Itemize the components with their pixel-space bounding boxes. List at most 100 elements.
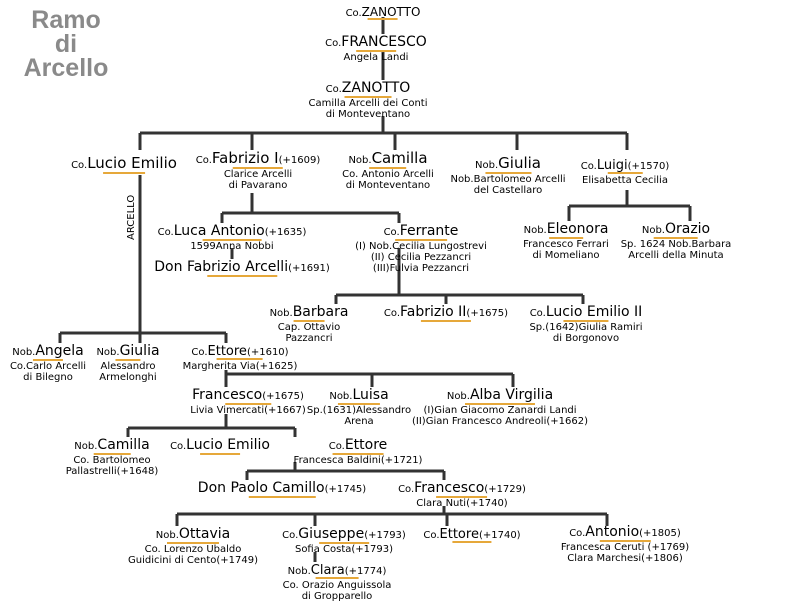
spouse-line: Sp. 1624 Nob.Barbara bbox=[620, 239, 732, 250]
person-title: Nob. bbox=[74, 441, 98, 452]
name-underline bbox=[355, 50, 397, 52]
person-title: Nob. bbox=[348, 155, 372, 166]
spouse-line: (III)Fulvia Pezzancri bbox=[372, 263, 470, 274]
person-ettore1: Co.Ettore(+1610)Margherita Via(+1625) bbox=[183, 343, 298, 372]
person-title: Nob. bbox=[329, 391, 353, 402]
spouse-line: di Monteventano bbox=[345, 180, 431, 191]
name-underline bbox=[599, 540, 651, 542]
person-name: Orazio bbox=[664, 221, 711, 237]
person-antonio: Co.Antonio(+1805)Francesca Ceruti (+1769… bbox=[561, 524, 689, 564]
person-lucio-emilio3: Co.Lucio Emilio bbox=[170, 437, 270, 455]
name-underline bbox=[369, 167, 407, 169]
person-name: Ettore bbox=[344, 437, 388, 453]
name-underline bbox=[394, 239, 448, 241]
spouse-line: Camilla Arcelli dei Conti bbox=[308, 98, 428, 109]
title-line-3: Arcello bbox=[23, 54, 109, 82]
name-underline bbox=[32, 359, 64, 361]
spouse-line: Clara Nuti(+1740) bbox=[416, 498, 508, 509]
person-name: FRANCESCO bbox=[341, 34, 427, 50]
person-dates: (+1729) bbox=[484, 484, 526, 495]
person-title: Nob. bbox=[96, 347, 120, 358]
diagram-title: Ramo di Arcello bbox=[14, 6, 118, 82]
person-name-line: Co.Ettore bbox=[294, 437, 423, 455]
spouse-line: Pallastrelli(+1648) bbox=[65, 466, 159, 477]
spouse-line: Sp.(1631)Alessandro bbox=[306, 405, 412, 416]
spouse-line: 1599Anna Nobbi bbox=[190, 241, 274, 252]
person-name: ZANOTTO bbox=[341, 80, 411, 96]
name-underline bbox=[464, 403, 536, 405]
person-name-line: Co.Antonio(+1805) bbox=[561, 524, 689, 542]
spouse-line: di Gropparello bbox=[301, 591, 373, 602]
person-name: Giuseppe bbox=[298, 526, 365, 542]
name-underline bbox=[200, 453, 240, 455]
person-title: Nob. bbox=[287, 566, 311, 577]
name-underline bbox=[436, 496, 488, 498]
spouse-line: Livia Vimercati(+1667) bbox=[190, 405, 306, 416]
spouse-line: di Bilegno bbox=[23, 372, 73, 383]
person-don-paolo: Don Paolo Camillo(+1745) bbox=[198, 480, 366, 498]
person-name-line: Co.Ettore(+1740) bbox=[423, 526, 520, 544]
person-title: Co. bbox=[529, 308, 546, 319]
name-underline bbox=[452, 541, 492, 543]
name-underline bbox=[484, 172, 532, 174]
name-underline bbox=[607, 172, 643, 174]
person-title: Nob. bbox=[269, 308, 293, 319]
name-underline bbox=[115, 359, 141, 361]
spouse-line: di Momeliano bbox=[532, 250, 600, 261]
person-name: Angela bbox=[35, 343, 84, 359]
person-name-line: Co.Fabrizio I(+1609) bbox=[196, 150, 320, 169]
person-dates: (+1635) bbox=[264, 227, 307, 238]
person-name: Francesco bbox=[192, 387, 263, 403]
name-underline bbox=[202, 239, 262, 241]
person-luca-antonio: Co.Luca Antonio(+1635)1599Anna Nobbi bbox=[158, 223, 307, 252]
person-name-line: Nob.Ottavia bbox=[128, 526, 258, 544]
spouse-line: di Pavarano bbox=[228, 180, 288, 191]
person-name-line: Co.ZANOTTO bbox=[309, 80, 428, 98]
name-underline bbox=[102, 172, 146, 174]
person-name-line: Co.Fabrizio II(+1675) bbox=[384, 304, 508, 322]
person-luigi: Co.Luigi(+1570)Elisabetta Cecilia bbox=[581, 157, 669, 186]
person-name: Francesco bbox=[414, 480, 485, 496]
person-name-line: Nob.Barbara bbox=[270, 304, 349, 322]
person-name: Luigi bbox=[596, 158, 628, 173]
name-underline bbox=[233, 167, 283, 169]
person-title: Co. bbox=[328, 441, 345, 452]
person-title: Co. bbox=[383, 308, 401, 319]
person-title: Nob. bbox=[641, 225, 665, 236]
person-name-line: Nob.Alba Virgilia bbox=[412, 387, 588, 405]
person-name: Lucio Emilio II bbox=[545, 304, 643, 320]
name-underline bbox=[421, 320, 471, 322]
name-underline bbox=[563, 320, 609, 322]
spouse-line: Clara Marchesi(+1806) bbox=[567, 553, 683, 564]
spouse-line: Co. Lorenzo Ubaldo bbox=[144, 544, 242, 555]
person-title: Nob. bbox=[475, 160, 499, 171]
person-name-line: Nob.Orazio bbox=[621, 221, 732, 239]
person-name-line: Nob.Clara(+1774) bbox=[283, 562, 392, 580]
person-ettore3: Co.Ettore(+1740) bbox=[423, 526, 521, 544]
person-lucio-emilio: Co.Lucio Emilio bbox=[71, 155, 177, 174]
spouse-line: (I)Gian Giacomo Zanardi Landi bbox=[423, 405, 577, 416]
title-line-1: Ramo bbox=[31, 6, 101, 34]
person-title: Co. bbox=[325, 84, 342, 95]
name-underline bbox=[217, 358, 263, 360]
person-name-line: Nob.Angela bbox=[10, 343, 86, 361]
person-name-line: Nob.Camilla bbox=[342, 150, 434, 169]
person-title: Nob. bbox=[155, 530, 179, 541]
person-dates: (+1691) bbox=[288, 263, 330, 274]
person-name: Ferrante bbox=[399, 223, 459, 239]
person-name: Fabrizio II bbox=[400, 304, 467, 320]
person-francesco2: Francesco(+1675)Livia Vimercati(+1667) bbox=[190, 387, 306, 416]
person-name: Eleonora bbox=[546, 221, 609, 237]
spouse-line: Armelonghi bbox=[99, 372, 157, 383]
